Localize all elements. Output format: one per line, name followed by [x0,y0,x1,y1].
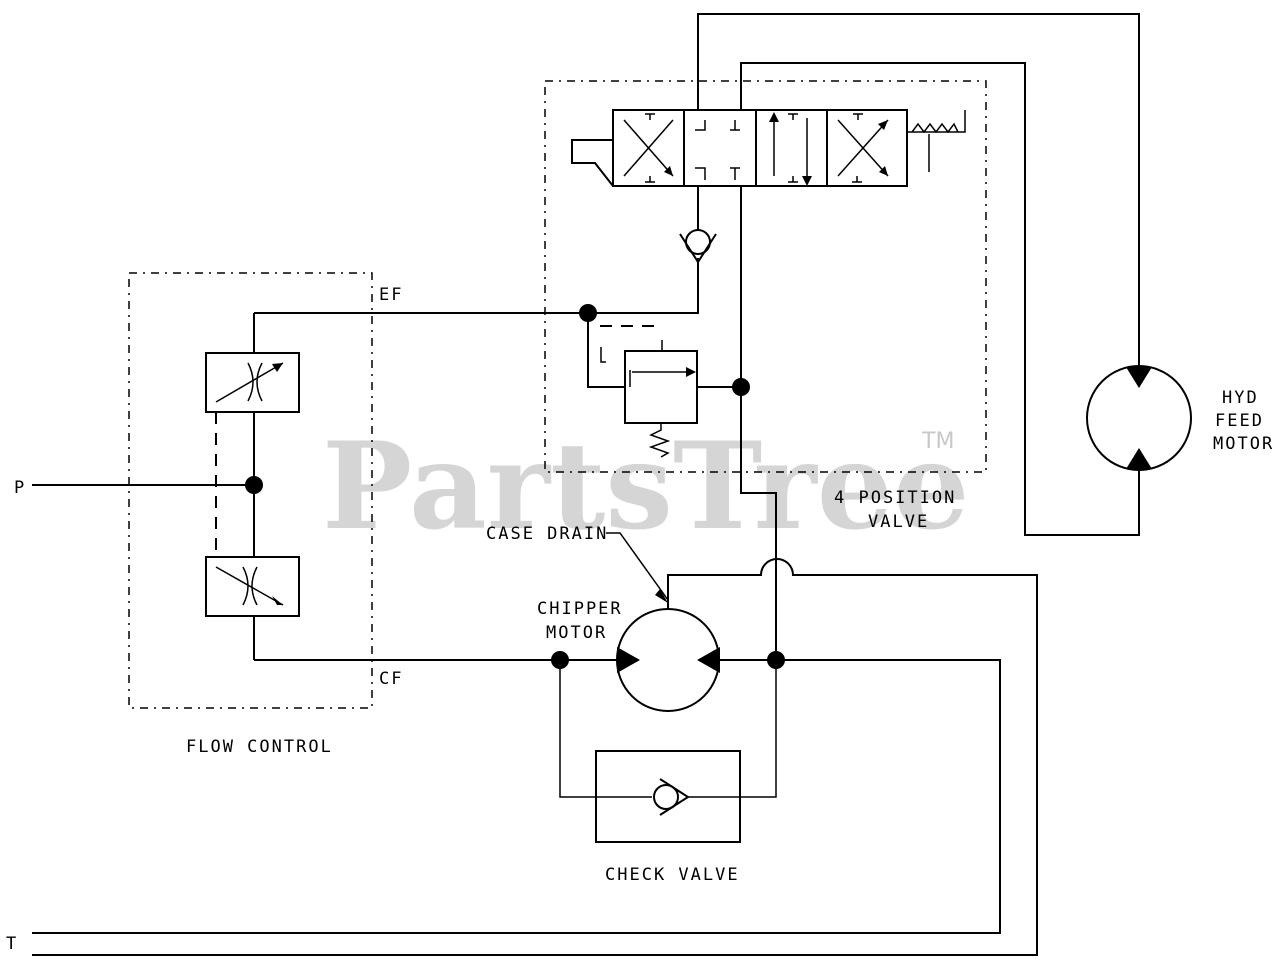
chipper-port-left [617,647,640,673]
cross-flow-left [623,119,674,177]
hyd-feed-motor: HYD FEED MOTOR [697,13,1274,536]
parallel-flow [773,118,808,182]
check-valve: CHECK VALVE [559,660,777,885]
case-drain-line [32,558,1038,956]
case-drain-leader [606,532,669,601]
return-to-chipper [740,186,777,660]
tank-return-line [32,659,1001,934]
feed-motor-line-a [697,13,1140,365]
feed-motor-port-bottom [1126,448,1152,469]
upper-throttle-arrow [215,362,284,403]
four-position-label-1: 4 POSITION [834,488,956,508]
relief-internal [629,340,694,387]
flow-control-boundary [128,272,373,709]
blocked-ports [645,113,863,183]
label-ef: EF [379,285,403,305]
check-valve-seat [659,778,690,816]
spool-dividers [683,110,828,186]
feed-motor-line-b [740,62,1140,536]
watermark-trademark: TM [921,429,954,454]
cross-flow-right [837,119,889,177]
valve-spool [612,109,908,187]
relief-pilot-end [600,347,606,363]
relief-inlet [587,313,625,388]
ef-line [254,258,699,314]
label-cf: CF [379,669,403,689]
chipper-port-right [697,647,720,673]
lower-throttle-arrow [215,566,284,606]
upper-orifice-symbol [247,362,263,402]
relief-valve [624,350,698,424]
label-t: T [6,934,18,954]
watermark-text: PartsTree [322,416,969,557]
spring-return [907,110,966,172]
junction-p [245,476,263,494]
lower-orifice-symbol [242,566,258,606]
hyd-label-2: FEED [1215,411,1264,431]
case-drain-label: CASE DRAIN [486,524,608,544]
chipper-label-1: CHIPPER [537,599,623,619]
manual-lever [571,139,614,187]
flow-control-label: FLOW CONTROL [186,737,333,757]
center-block-ports [695,120,740,180]
hyd-label-1: HYD [1222,388,1259,408]
check-valve-bypass [559,660,777,798]
load-check-seat [679,233,717,264]
check-valve-ball [653,784,679,810]
chipper-motor: CHIPPER MOTOR CASE DRAIN [32,524,1038,956]
check-valve-label: CHECK VALVE [605,865,740,885]
feed-motor-body [1086,365,1192,471]
relief-spring [648,423,671,458]
four-position-label-2: VALVE [868,512,929,532]
chipper-label-2: MOTOR [546,623,607,643]
four-position-valve: 4 POSITION VALVE [544,80,987,532]
feed-motor-port-top [1126,367,1152,388]
hyd-label-3: MOTOR [1213,434,1274,454]
label-p: P [14,478,26,498]
valve-boundary [544,80,987,473]
